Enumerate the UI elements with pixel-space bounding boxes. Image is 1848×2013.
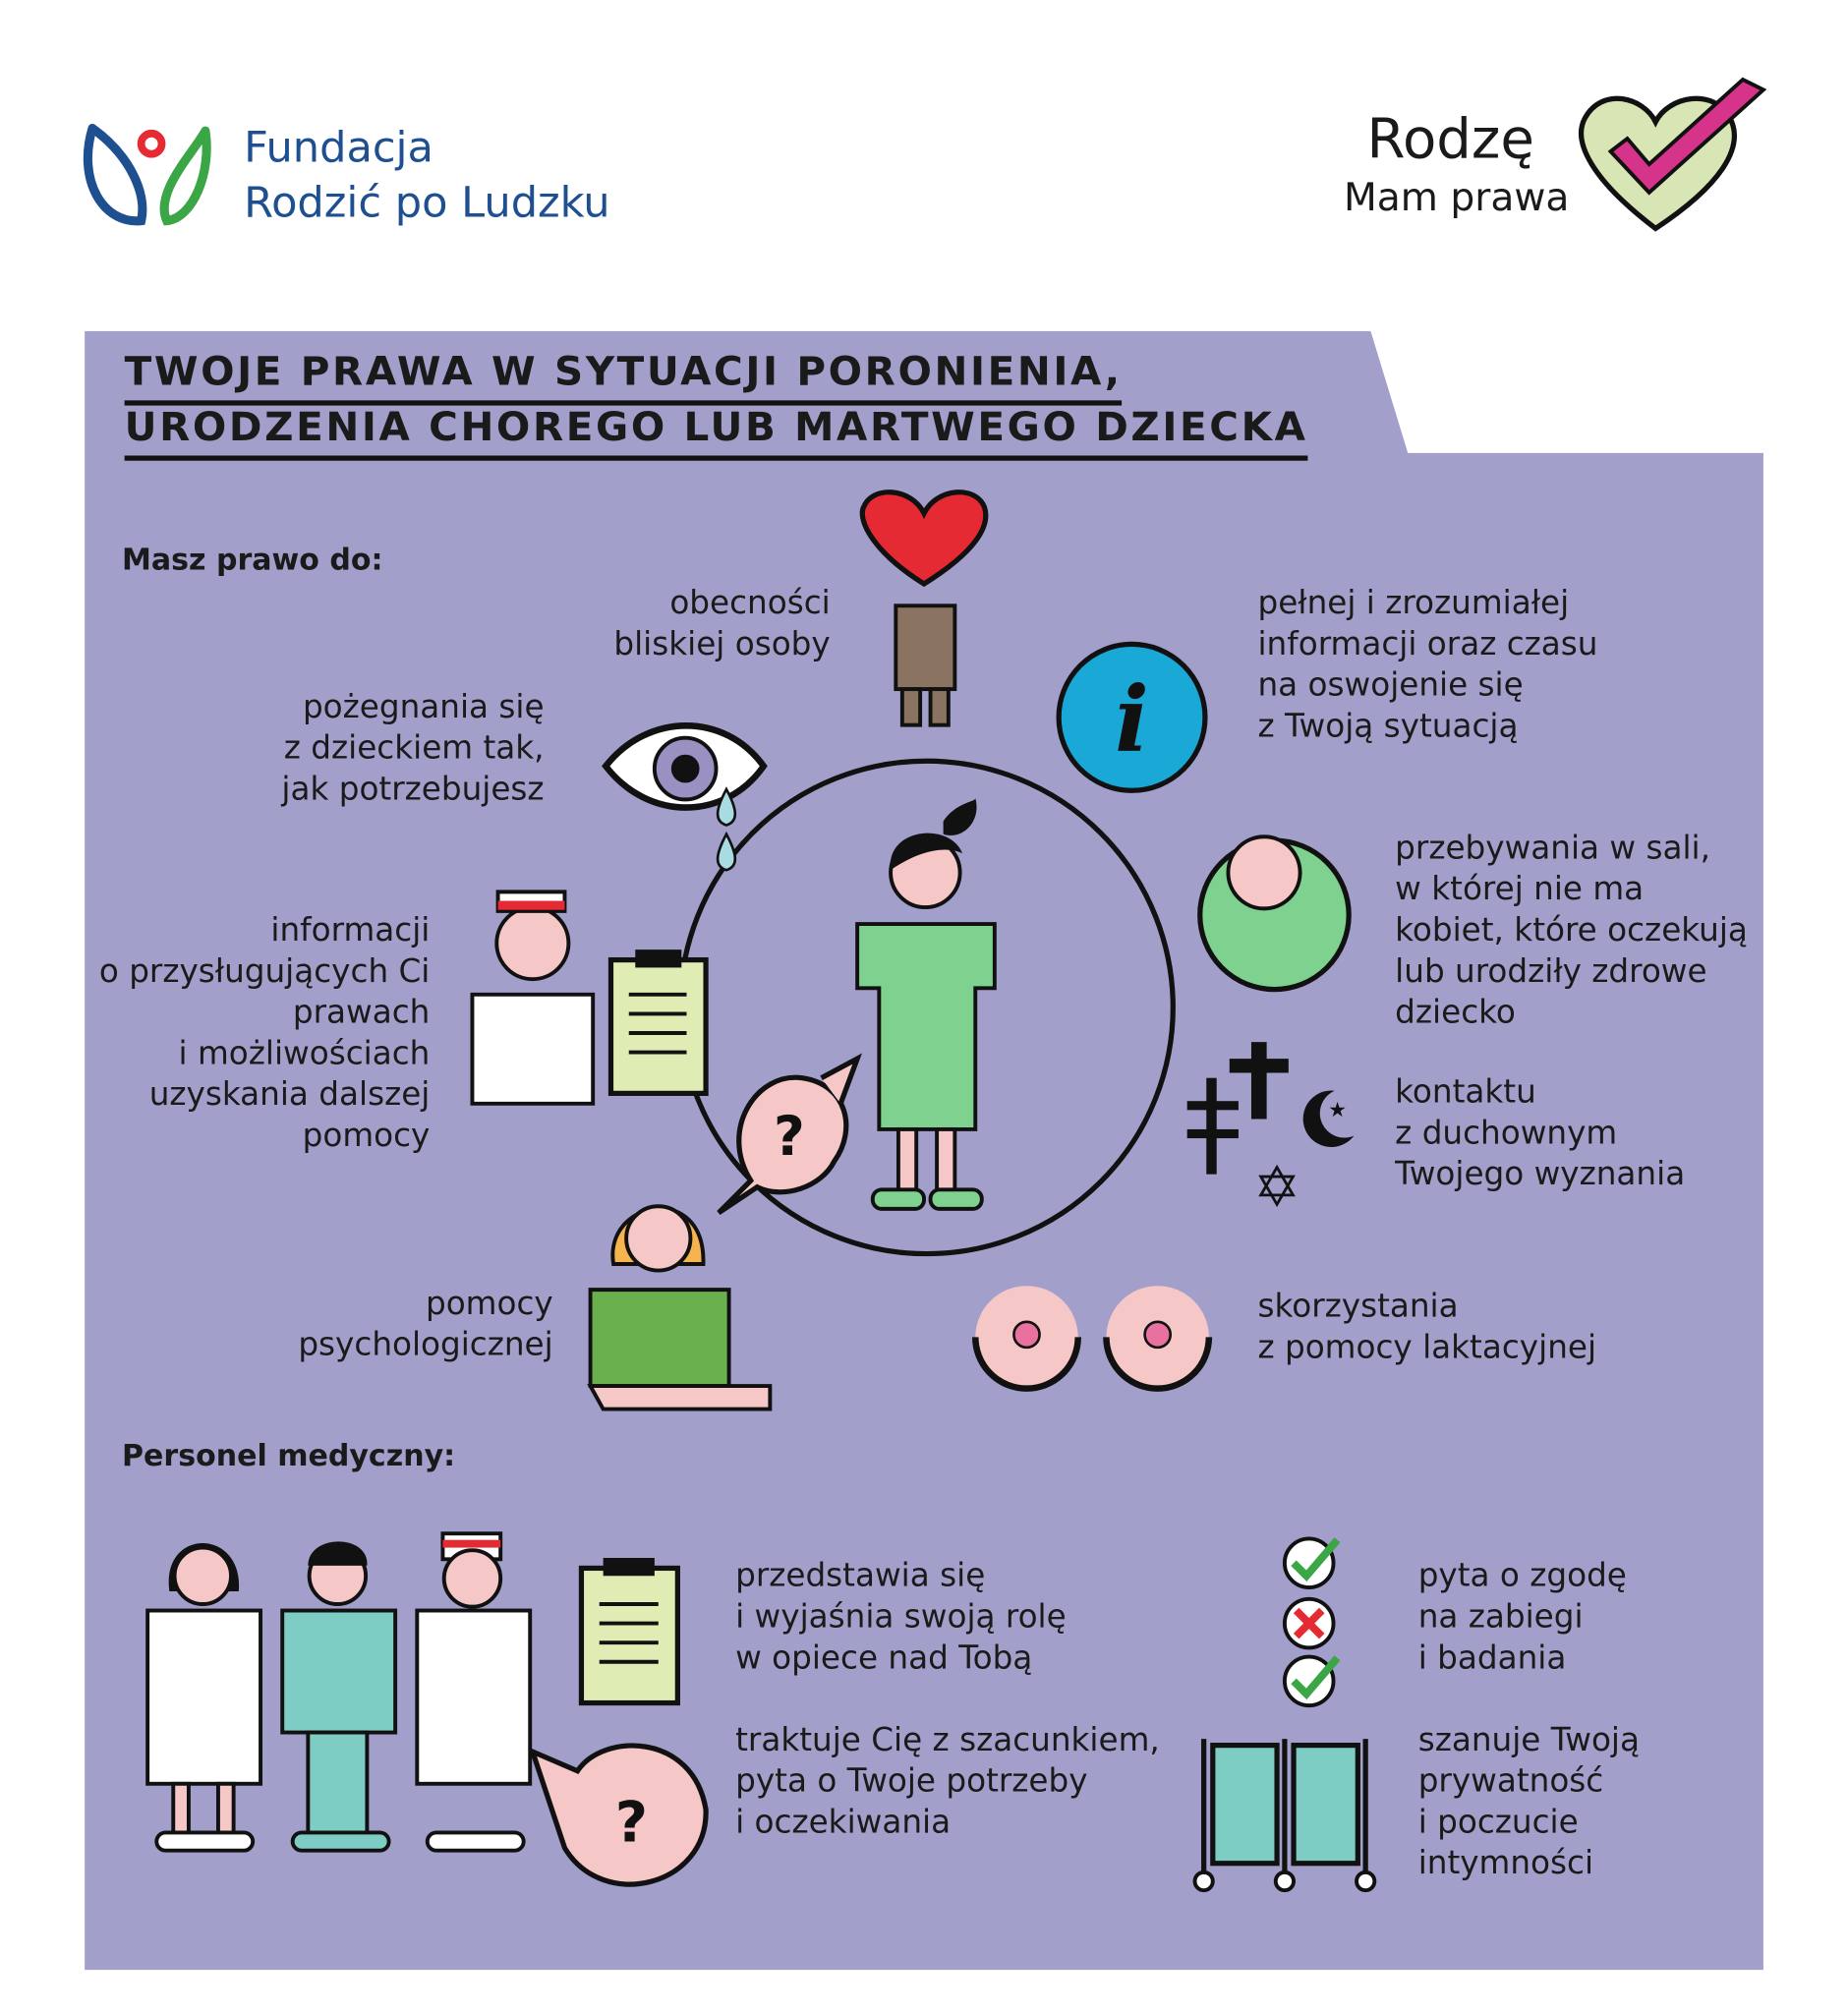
nurse-icon	[415, 1531, 533, 1853]
logo-rodze-line2: Mam prawa	[1343, 175, 1570, 221]
right-rights-information: informacji o przysługujących Ci prawach …	[98, 910, 431, 1154]
right-information-time: pełnej i zrozumiałej informacji oraz cza…	[1257, 584, 1598, 745]
close-person-heart-icon	[859, 489, 989, 727]
question-bubble-staff-icon: ?	[528, 1743, 709, 1887]
consent-check-icons	[1282, 1536, 1341, 1708]
staff-respect: traktuje Cię z szacunkiem, pyta o Twoje …	[735, 1720, 1160, 1841]
page-title-line1: TWOJE PRAWA W SYTUACJI PORONIENIA,	[124, 349, 1123, 406]
info-icon: i	[1056, 641, 1208, 793]
svg-text:?: ?	[615, 1790, 648, 1856]
svg-text:?: ?	[774, 1105, 805, 1168]
staff-heading: Personel medyczny:	[122, 1439, 456, 1473]
right-separate-room: przebywania w sali, w której nie ma kobi…	[1395, 829, 1748, 1031]
content-panel	[85, 330, 1763, 1971]
rights-heading: Masz prawo do:	[122, 544, 383, 578]
clipboard-icon	[578, 1557, 680, 1706]
logo-rodze-line1: Rodzę	[1366, 107, 1534, 172]
logo-fundacja-line2: Rodzić po Ludzku	[244, 177, 610, 228]
fundacja-logo-icon	[83, 123, 211, 226]
staff-introduces: przedstawia się i wyjaśnia swoją rolę w …	[735, 1556, 1067, 1677]
right-lactation-help: skorzystania z pomocy laktacyjnej	[1257, 1287, 1597, 1366]
page-title-line2: URODZENIA CHOREGO LUB MARTWEGO DZIECKA	[124, 404, 1308, 461]
right-clergy-contact: kontaktu z duchownym Twojego wyznania	[1395, 1072, 1686, 1192]
religious-symbols-icon: ★ ✡	[1186, 1042, 1355, 1220]
staff-consent: pyta o zgodę na zabiegi i badania	[1417, 1556, 1627, 1677]
psychologist-icon	[587, 1204, 773, 1411]
doctor-man-icon	[280, 1541, 398, 1853]
logo-fundacja-line1: Fundacja	[244, 122, 433, 172]
private-room-icon	[1197, 834, 1352, 993]
nurse-clipboard-icon	[470, 890, 709, 1106]
right-psychological-help: pomocy psychologicznej	[298, 1284, 553, 1363]
svg-text:✡: ✡	[1253, 1154, 1300, 1220]
question-bubble-icon: ?	[717, 1053, 862, 1215]
staff-privacy: szanuje Twoją prywatność i poczucie inty…	[1417, 1720, 1641, 1882]
heart-check-logo-icon	[1579, 77, 1767, 232]
svg-text:★: ★	[1328, 1098, 1347, 1122]
right-close-person: obecności bliskiej osoby	[613, 584, 831, 662]
right-farewell: pożegnania się z dzieckiem tak, jak potr…	[281, 687, 545, 808]
privacy-screen-icon	[1192, 1739, 1377, 1893]
crying-eye-icon	[602, 722, 768, 872]
svg-text:i: i	[1115, 666, 1149, 773]
lactation-icon	[971, 1286, 1213, 1392]
logo-fundacja-text: Fundacja Rodzić po Ludzku	[244, 119, 610, 229]
woman-figure-icon	[855, 798, 997, 1211]
doctor-woman-icon	[145, 1542, 262, 1853]
